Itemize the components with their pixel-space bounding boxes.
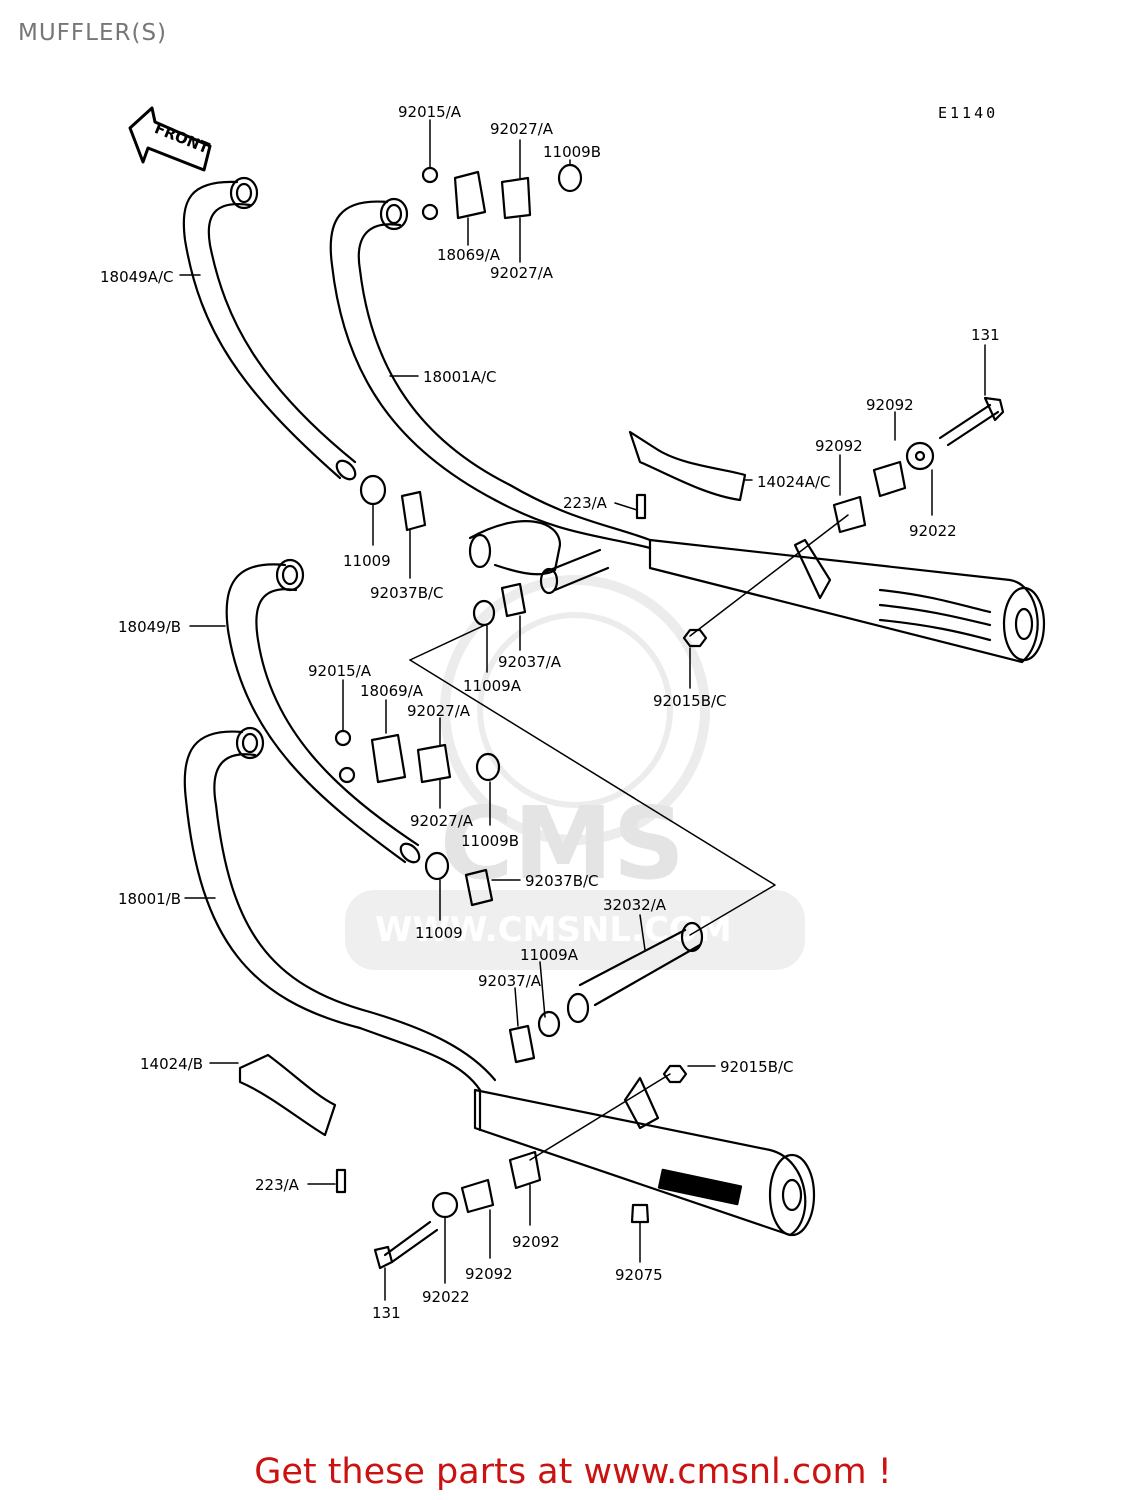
part-label: 92092 <box>512 1233 560 1251</box>
part-label: 92037B/C <box>525 872 599 890</box>
part-label: 11009 <box>343 552 391 570</box>
part-label: 18001A/C <box>423 368 497 386</box>
part-label: 223/A <box>563 494 607 512</box>
leader-lines <box>179 119 986 1301</box>
part-label: 223/A <box>255 1176 299 1194</box>
part-label: 92037/A <box>478 972 542 990</box>
part-label: 92037/A <box>498 653 562 671</box>
watermark: CMS WWW.CMSNL.COM <box>345 560 805 1000</box>
part-label: 92027/A <box>490 120 554 138</box>
part-label: 131 <box>372 1304 401 1322</box>
exhaust-pipe-18049b <box>225 558 421 864</box>
part-label: 92015/A <box>308 662 372 680</box>
part-label: 11009A <box>463 677 521 695</box>
part-label: 11009B <box>543 143 602 161</box>
part-label: 92092 <box>866 396 914 414</box>
part-label: 92027/A <box>490 264 554 282</box>
part-label: 32032/A <box>603 896 667 914</box>
promo-link[interactable]: Get these parts at www.cmsnl.com ! <box>254 1452 892 1492</box>
upper-crossover-pipe <box>468 520 610 595</box>
heat-shield-14024b <box>238 1053 337 1137</box>
part-label: 92092 <box>815 437 863 455</box>
part-label: 11009B <box>461 832 520 850</box>
lower-muffler <box>473 1076 816 1237</box>
exhaust-pipe-18001b <box>183 726 497 1132</box>
part-label: 92037B/C <box>370 584 444 602</box>
part-label: 92022 <box>422 1288 470 1306</box>
heat-shield-14024ac <box>628 430 747 502</box>
diagram-code: E1140 <box>938 104 998 122</box>
part-label: 92027/A <box>410 812 474 830</box>
part-label: 14024/B <box>140 1055 204 1073</box>
upper-muffler <box>648 538 1046 664</box>
part-label: 18001/B <box>118 890 182 908</box>
part-label: 92027/A <box>407 702 471 720</box>
watermark-url: WWW.CMSNL.COM <box>375 910 732 950</box>
part-label: 14024A/C <box>757 473 831 491</box>
part-label: 92075 <box>615 1266 663 1284</box>
part-label: 92092 <box>465 1265 513 1283</box>
part-label: 18049/B <box>118 618 182 636</box>
exhaust-pipe-18001ac <box>329 197 652 550</box>
part-label: 18069/A <box>437 246 501 264</box>
part-label: 11009 <box>415 924 463 942</box>
part-label: 18049A/C <box>100 268 174 286</box>
connecting-pipe-32032a <box>566 921 704 1024</box>
part-label: 92022 <box>909 522 957 540</box>
exhaust-pipe-18049ac <box>182 176 357 481</box>
part-label: 92015B/C <box>653 692 727 710</box>
page-title: MUFFLER(S) <box>18 20 168 46</box>
part-label: 92015/A <box>398 103 462 121</box>
part-label: 131 <box>971 326 1000 344</box>
part-label: 11009A <box>520 946 578 964</box>
front-arrow-icon: FRONT <box>128 106 213 172</box>
part-label: 18069/A <box>360 682 424 700</box>
part-label: 92015B/C <box>720 1058 794 1076</box>
